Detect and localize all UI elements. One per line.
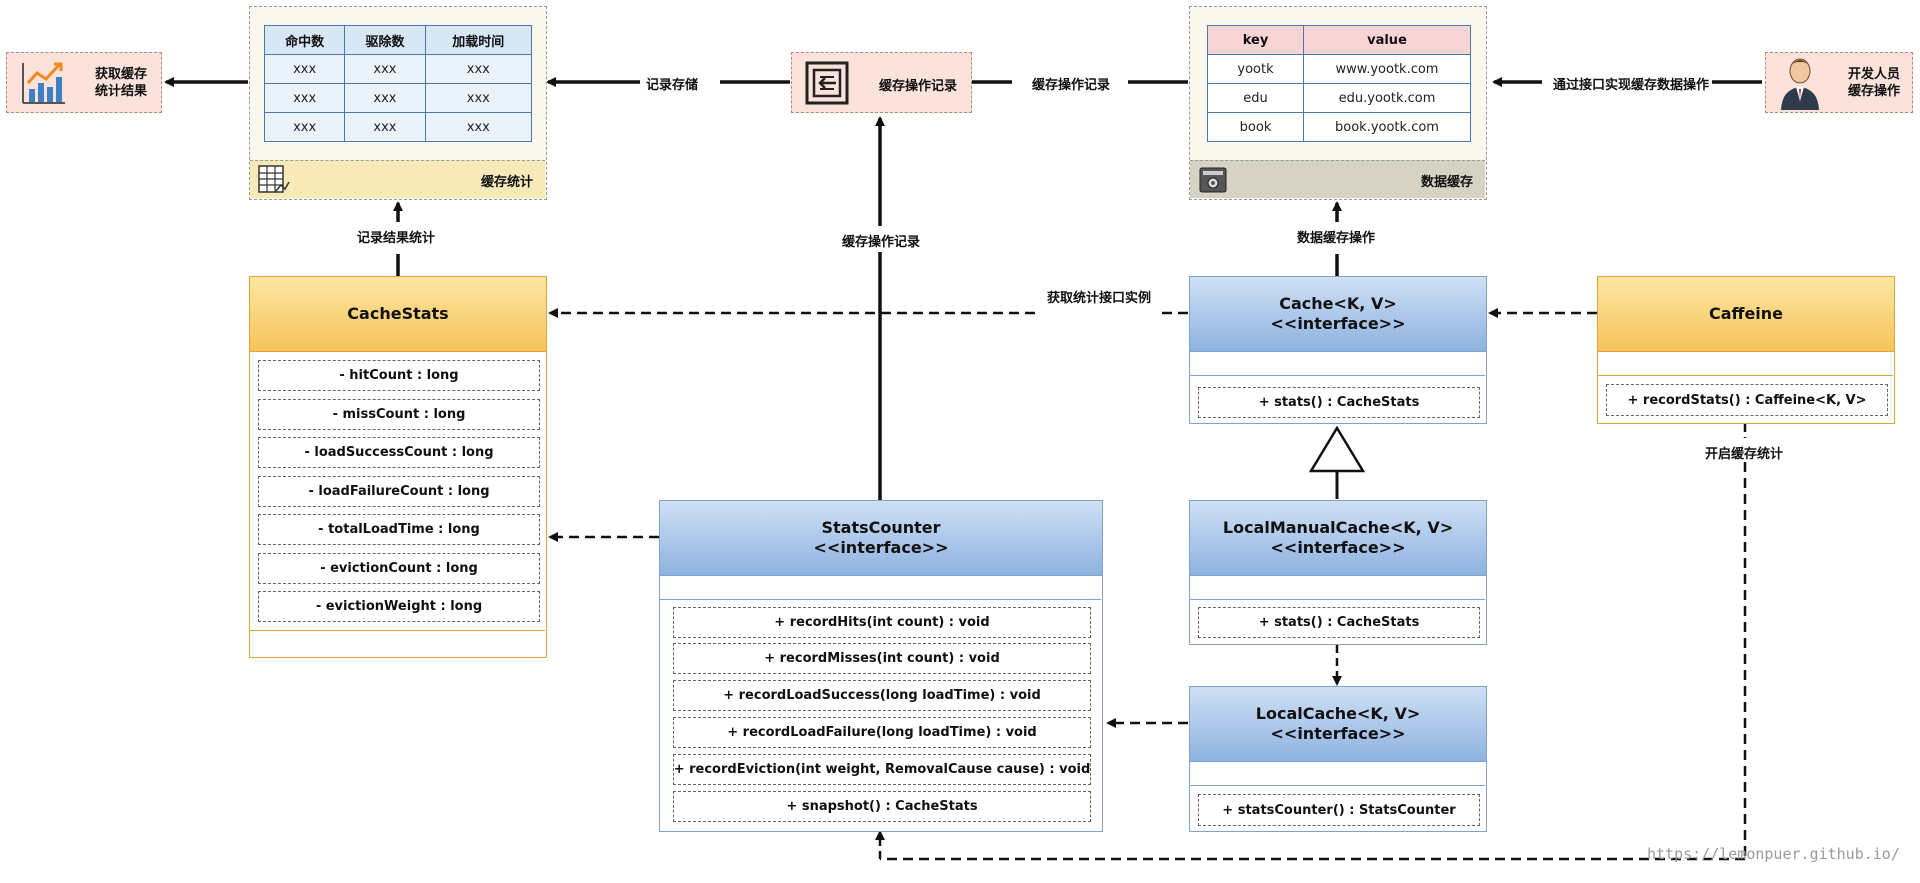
- data-header-key: key: [1207, 25, 1304, 55]
- class-divider: [1598, 375, 1893, 376]
- class-member: - missCount : long: [258, 399, 540, 430]
- class-member: + recordStats() : Caffeine<K, V>: [1606, 384, 1888, 416]
- result-label-line1: 获取缓存: [95, 67, 148, 82]
- table-cell: book.yootk.com: [1303, 112, 1471, 142]
- stats-header-evictions: 驱除数: [344, 25, 426, 55]
- user-avatar-icon: [1781, 58, 1819, 110]
- stats-table-header: 命中数 驱除数 加载时间: [263, 25, 533, 55]
- class-title: LocalCache<K, V>: [1255, 704, 1421, 723]
- data-cache-footer-label: 数据缓存: [1420, 175, 1473, 190]
- data-cache-footer: 数据缓存: [1190, 160, 1485, 198]
- result-box: 获取缓存 统计结果: [6, 52, 162, 113]
- table-row: yootk www.yootk.com: [1207, 54, 1471, 84]
- table-cell: xxx: [424, 112, 533, 142]
- data-table: key value yootk www.yootk.com edu edu.yo…: [1207, 25, 1471, 142]
- table-row: xxx xxx xxx: [263, 83, 533, 113]
- class-member: - totalLoadTime : long: [258, 514, 540, 545]
- class-divider: [1190, 599, 1485, 600]
- class-title: StatsCounter: [821, 518, 941, 537]
- label-op-record-arrow: 缓存操作记录: [1032, 78, 1111, 93]
- class-cachestats: CacheStats - hitCount : long - missCount…: [249, 276, 547, 658]
- developer-box: 开发人员 缓存操作: [1765, 52, 1913, 113]
- table-cell: xxx: [424, 54, 533, 84]
- generalization-triangle: [1308, 425, 1366, 473]
- class-member: + stats() : CacheStats: [1198, 607, 1480, 638]
- class-member: + snapshot() : CacheStats: [673, 791, 1091, 822]
- data-header-value: value: [1303, 25, 1471, 55]
- watermark: https://lemonpuer.github.io/: [1647, 845, 1900, 863]
- developer-label-line1: 开发人员: [1848, 67, 1901, 82]
- class-stereotype: <<interface>>: [1270, 538, 1406, 557]
- class-member: + recordEviction(int weight, RemovalCaus…: [673, 754, 1091, 785]
- label-store: 记录存储: [646, 78, 699, 93]
- class-divider: [1190, 375, 1485, 376]
- class-member: - loadFailureCount : long: [258, 476, 540, 507]
- stats-header-loadtime: 加载时间: [424, 25, 533, 55]
- class-member: + statsCounter() : StatsCounter: [1198, 794, 1480, 826]
- label-dev-arrow: 通过接口实现缓存数据操作: [1553, 78, 1710, 93]
- result-label-line2: 统计结果: [95, 84, 148, 99]
- stats-table: 命中数 驱除数 加载时间 xxx xxx xxx xxx xxx xxx xxx…: [263, 25, 533, 142]
- class-stereotype: <<interface>>: [813, 538, 949, 557]
- table-cell: xxx: [344, 83, 426, 113]
- class-member: + recordMisses(int count) : void: [673, 643, 1091, 674]
- spreadsheet-icon: [258, 165, 290, 193]
- class-member: + recordLoadFailure(long loadTime) : voi…: [673, 717, 1091, 748]
- class-member: - loadSuccessCount : long: [258, 437, 540, 468]
- class-cache: Cache<K, V> <<interface>> + stats() : Ca…: [1189, 276, 1487, 424]
- cache-stats-footer: 缓存统计: [250, 160, 545, 198]
- class-localcache: LocalCache<K, V> <<interface>> + statsCo…: [1189, 686, 1487, 832]
- table-cell: www.yootk.com: [1303, 54, 1471, 84]
- class-member: - evictionWeight : long: [258, 591, 540, 622]
- op-record-label: 缓存操作记录: [879, 79, 958, 94]
- table-cell: xxx: [263, 54, 346, 84]
- op-record-box: 缓存操作记录: [791, 52, 972, 113]
- class-stereotype: <<interface>>: [1270, 724, 1406, 743]
- table-row: book book.yootk.com: [1207, 112, 1471, 142]
- table-row: edu edu.yootk.com: [1207, 83, 1471, 113]
- class-localmanualcache: LocalManualCache<K, V> <<interface>> + s…: [1189, 500, 1487, 645]
- cache-stats-footer-label: 缓存统计: [480, 175, 533, 190]
- class-title: LocalManualCache<K, V>: [1222, 518, 1454, 537]
- table-row: xxx xxx xxx: [263, 54, 533, 84]
- database-server-icon: [1199, 167, 1227, 193]
- data-cache-panel: key value yootk www.yootk.com edu edu.yo…: [1189, 6, 1487, 200]
- class-member: + stats() : CacheStats: [1198, 387, 1480, 418]
- record-file-icon: [805, 61, 849, 105]
- class-stereotype: <<interface>>: [1270, 314, 1406, 333]
- label-data-op: 数据缓存操作: [1297, 231, 1376, 246]
- class-member: + recordHits(int count) : void: [673, 607, 1091, 638]
- label-op-record-vertical: 缓存操作记录: [842, 235, 921, 250]
- table-cell: book: [1207, 112, 1304, 142]
- developer-label-line2: 缓存操作: [1848, 84, 1901, 99]
- class-divider: [250, 630, 545, 631]
- class-caffeine: Caffeine + recordStats() : Caffeine<K, V…: [1597, 276, 1895, 424]
- class-divider: [1190, 785, 1485, 786]
- label-record-stats: 记录结果统计: [357, 231, 436, 246]
- class-title: Caffeine: [1708, 304, 1784, 323]
- table-cell: xxx: [424, 83, 533, 113]
- class-statscounter: StatsCounter <<interface>> + recordHits(…: [659, 500, 1103, 832]
- table-cell: xxx: [344, 112, 426, 142]
- class-member: + recordLoadSuccess(long loadTime) : voi…: [673, 680, 1091, 711]
- table-cell: edu: [1207, 83, 1304, 113]
- class-divider: [660, 599, 1101, 600]
- table-cell: edu.yootk.com: [1303, 83, 1471, 113]
- label-get-stats-instance: 获取统计接口实例: [1047, 291, 1152, 306]
- table-cell: xxx: [263, 83, 346, 113]
- cache-stats-panel: 命中数 驱除数 加载时间 xxx xxx xxx xxx xxx xxx xxx…: [249, 6, 547, 200]
- stats-header-hits: 命中数: [263, 25, 346, 55]
- class-member: - evictionCount : long: [258, 553, 540, 584]
- table-cell: xxx: [263, 112, 346, 142]
- table-row: xxx xxx xxx: [263, 112, 533, 142]
- table-cell: xxx: [344, 54, 426, 84]
- class-title: CacheStats: [347, 304, 449, 323]
- table-cell: yootk: [1207, 54, 1304, 84]
- data-table-header: key value: [1207, 25, 1471, 55]
- class-member: - hitCount : long: [258, 360, 540, 391]
- label-enable-stats: 开启缓存统计: [1705, 447, 1784, 462]
- chart-growth-icon: [22, 62, 65, 104]
- class-title: Cache<K, V>: [1279, 294, 1397, 313]
